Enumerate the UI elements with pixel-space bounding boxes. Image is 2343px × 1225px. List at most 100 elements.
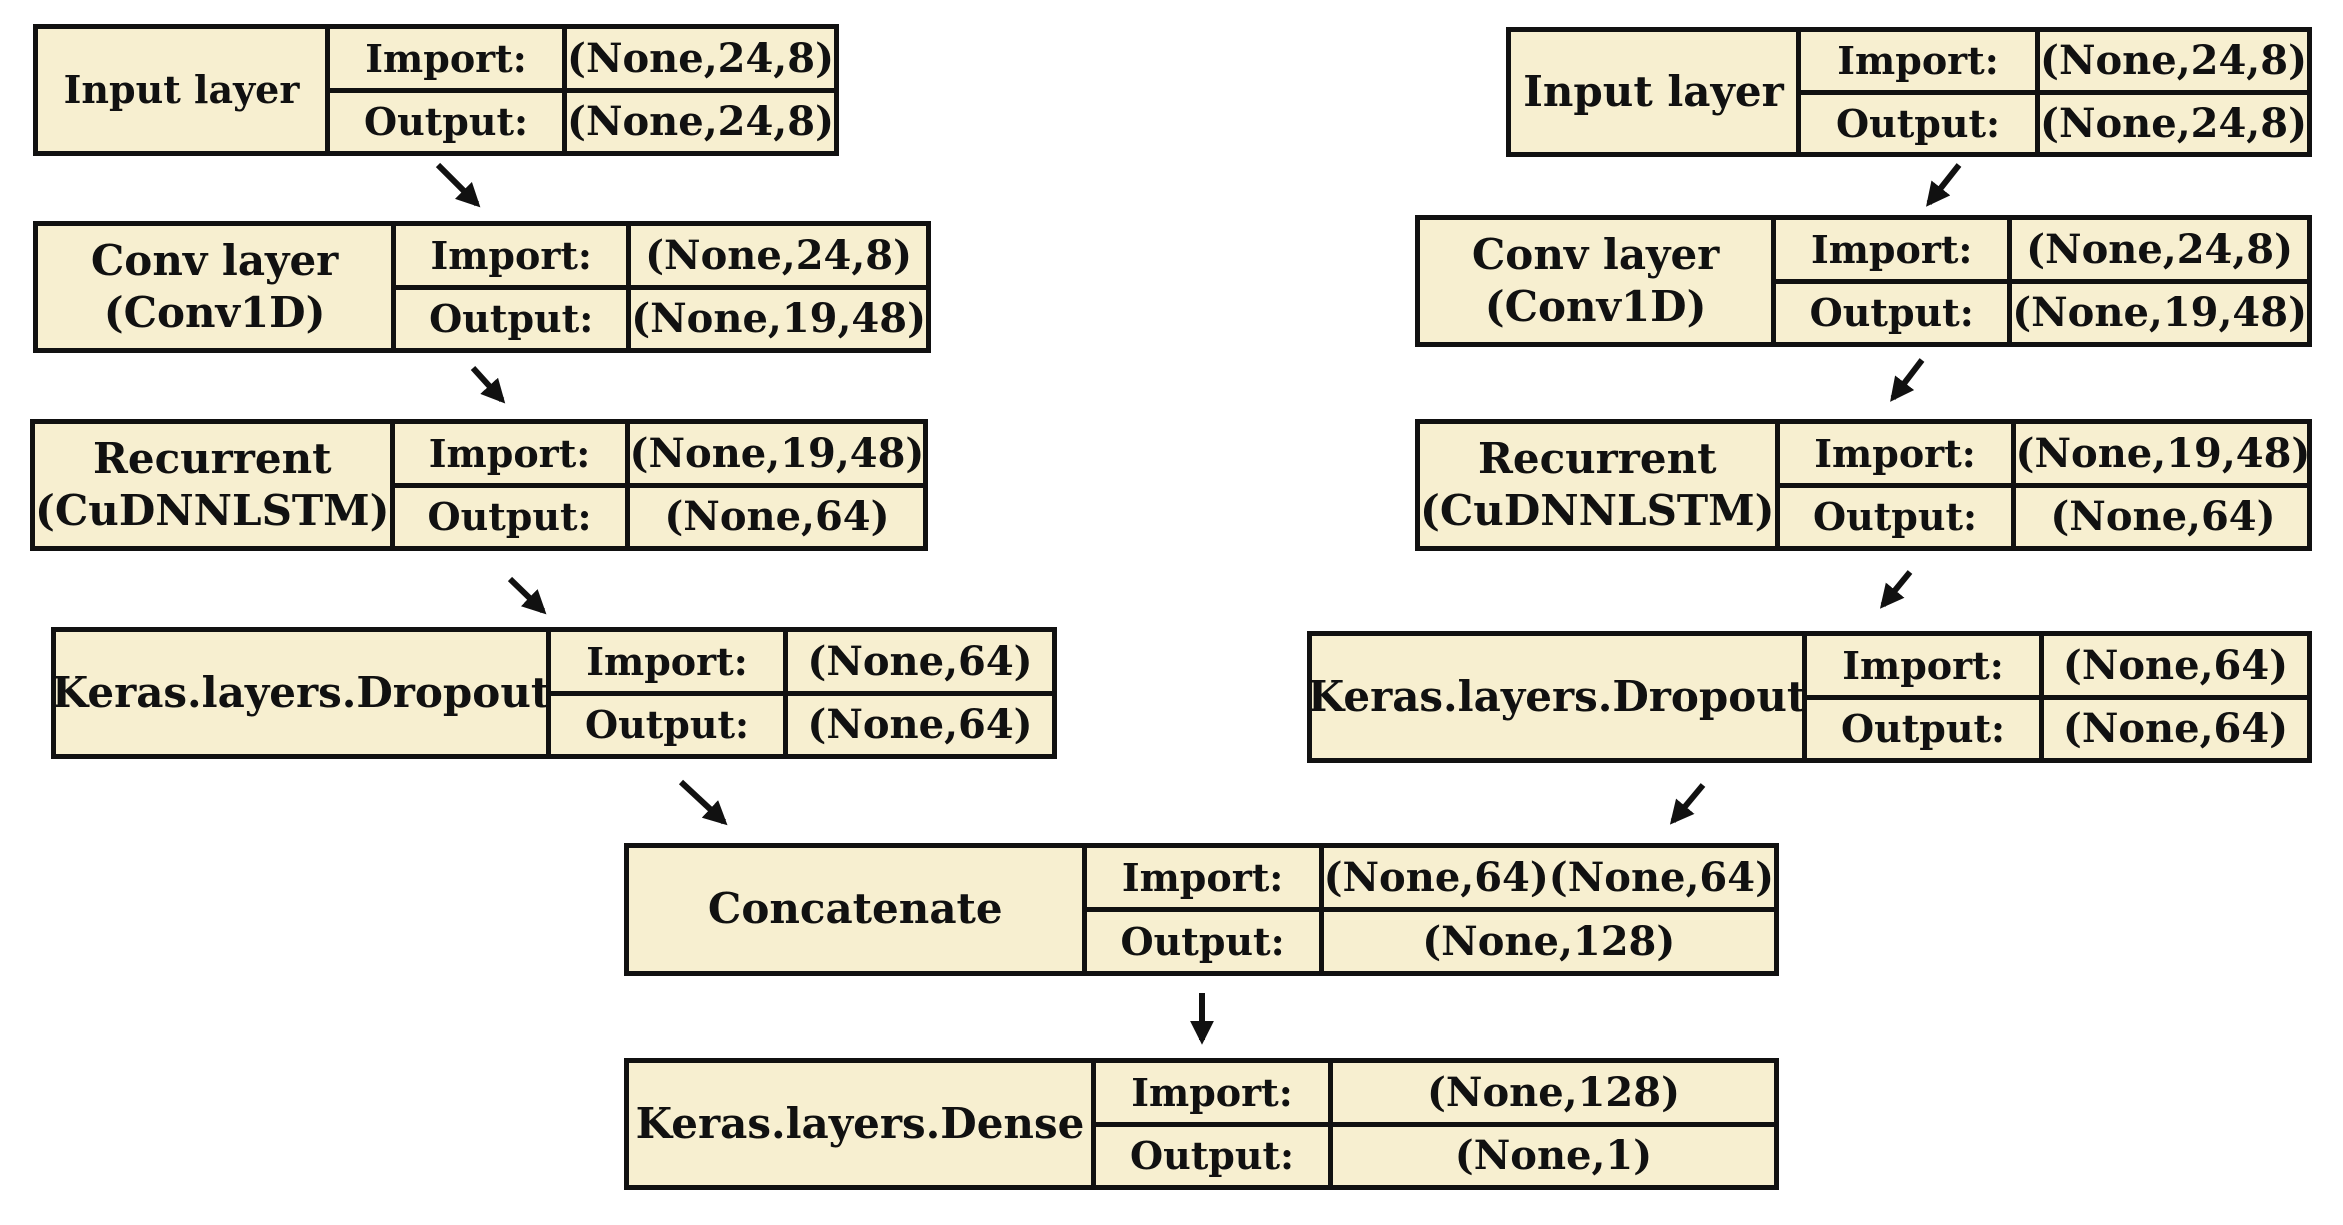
output-shape-value: (None,64) <box>2050 493 2276 541</box>
import-label: Import: <box>330 29 568 88</box>
layer-name: Keras.layers.Dense <box>629 1063 1096 1185</box>
output-shape-value: (None,19,48) <box>2012 289 2307 337</box>
import-shape-value: (None,64) <box>2062 641 2289 689</box>
right-branch-layer-block-3: Recurrent (CuDNNLSTM)Import:(None,19,48)… <box>1415 419 2312 551</box>
flow-arrow-8 <box>1669 783 1706 825</box>
output-label: Output: <box>551 695 788 754</box>
import-shape-value: (None,64)(None,64) <box>1323 854 1774 901</box>
import-row: Import:(None,24,8) <box>330 29 834 88</box>
flow-arrow-3 <box>507 576 547 615</box>
io-table: Import:(None,24,8)Output:(None,24,8) <box>1801 32 2307 152</box>
io-table: Import:(None,64)(None,64)Output:(None,12… <box>1086 848 1774 971</box>
import-shape-value: (None,19,48) <box>629 429 925 477</box>
import-shape-value: (None,24,8) <box>2026 225 2294 273</box>
flow-arrow-2 <box>470 365 506 404</box>
flow-arrow-4 <box>678 779 728 826</box>
output-label: Output: <box>1087 912 1324 971</box>
io-table: Import:(None,19,48)Output:(None,64) <box>394 424 925 546</box>
output-label: Output: <box>395 487 630 546</box>
output-row: Output: (None,64) <box>1807 694 2307 758</box>
output-shape-value: (None,64) <box>2062 705 2289 753</box>
import-row: Import:(None,19,48) <box>395 424 925 483</box>
flow-arrow-6 <box>1890 358 1925 402</box>
io-table: Import:(None,19,48)Output:(None,64) <box>1779 424 2311 546</box>
output-row: Output: (None,1) <box>1096 1121 1774 1185</box>
output-row: Output:(None,19,48) <box>396 284 926 348</box>
output-shape-value: (None,24,8) <box>2040 99 2307 147</box>
io-table: Import: (None,24,8) Output:(None,19,48) <box>396 226 926 348</box>
right-branch-layer-block-2: Conv layer (Conv1D)Import: (None,24,8) Out… <box>1415 215 2312 347</box>
output-label: Output: <box>1096 1126 1333 1185</box>
output-row: Output: (None,64) <box>551 690 1052 754</box>
output-row: Output:(None,24,8) <box>330 87 834 151</box>
output-label: Output: <box>396 289 632 348</box>
import-label: Import: <box>1807 636 2044 695</box>
layer-name: Keras.layers.Dropout <box>1308 636 1807 758</box>
output-label: Output: <box>1780 487 2016 546</box>
layer-name: Input layer <box>1511 32 1802 152</box>
io-table: Import: (None,64) Output: (None,64) <box>551 632 1052 754</box>
output-shape-value: (None,19,48) <box>631 295 926 343</box>
output-label: Output: <box>330 92 568 151</box>
layer-name: Conv layer (Conv1D) <box>38 226 397 348</box>
layer-name: Recurrent (CuDNNLSTM) <box>35 424 395 546</box>
import-label: Import: <box>396 226 632 285</box>
import-shape-value: (None,19,48) <box>2015 429 2311 477</box>
layer-name: Concatenate <box>629 848 1087 971</box>
output-row: Output: (None,64) <box>394 482 925 546</box>
layer-name: Keras.layers.Dropout <box>52 632 551 754</box>
io-table: Import: (None,128) Output: (None,1) <box>1096 1063 1774 1185</box>
import-row: Import:(None,64)(None,64) <box>1087 848 1774 907</box>
output-shape-value: (None,64) <box>807 701 1033 749</box>
import-shape-value: (None,24,8) <box>645 231 913 279</box>
import-label: Import: <box>1780 424 2016 483</box>
import-row: Import:(None,24,8) <box>1801 32 2307 90</box>
import-row: Import: (None,24,8) <box>396 226 926 285</box>
import-label: Import: <box>1096 1063 1333 1122</box>
flow-arrow-5 <box>1926 163 1962 207</box>
import-row: Import: (None,24,8) <box>1776 220 2307 279</box>
flow-arrow-7 <box>1879 570 1913 609</box>
import-shape-value: (None,24,8) <box>2040 37 2307 85</box>
import-shape-value: (None,64) <box>807 637 1033 685</box>
import-label: Import: <box>1087 848 1324 907</box>
output-label: Output: <box>1776 283 2013 342</box>
layer-name: Input layer <box>38 29 331 151</box>
output-shape-value: (None,128) <box>1422 918 1676 965</box>
left-branch-layer-block-2: Conv layer (Conv1D)Import: (None,24,8) Out… <box>33 221 931 353</box>
output-shape-value: (None,64) <box>664 493 890 541</box>
io-table: Import:(None,24,8)Output:(None,24,8) <box>330 29 834 151</box>
import-shape-value: (None,24,8) <box>567 34 834 82</box>
output-shape-value: (None,1) <box>1454 1132 1653 1180</box>
import-label: Import: <box>551 632 788 691</box>
import-label: Import: <box>1801 32 2041 90</box>
output-row: Output:(None,19,48) <box>1776 278 2307 342</box>
output-row: Output: (None,64) <box>1779 482 2311 546</box>
import-label: Import: <box>395 424 630 483</box>
left-branch-layer-block-3: Recurrent (CuDNNLSTM)Import:(None,19,48)… <box>30 419 928 551</box>
output-label: Output: <box>1807 699 2044 758</box>
io-table: Import: (None,64) Output: (None,64) <box>1807 636 2307 758</box>
import-row: Import: (None,64) <box>551 632 1052 691</box>
import-shape-value: (None,128) <box>1426 1068 1681 1116</box>
output-row: Output:(None,24,8) <box>1801 89 2307 152</box>
output-row: Output: (None,128) <box>1086 907 1774 971</box>
layer-name: Conv layer (Conv1D) <box>1420 220 1777 342</box>
output-shape-value: (None,24,8) <box>567 98 834 146</box>
output-label: Output: <box>1801 94 2041 152</box>
flow-arrow-1 <box>435 162 481 208</box>
import-row: Import: (None,128) <box>1096 1063 1774 1122</box>
import-row: Import: (None,64) <box>1807 636 2307 695</box>
io-table: Import: (None,24,8) Output:(None,19,48) <box>1776 220 2307 342</box>
import-row: Import:(None,19,48) <box>1780 424 2311 483</box>
import-label: Import: <box>1776 220 2013 279</box>
layer-name: Recurrent (CuDNNLSTM) <box>1420 424 1780 546</box>
